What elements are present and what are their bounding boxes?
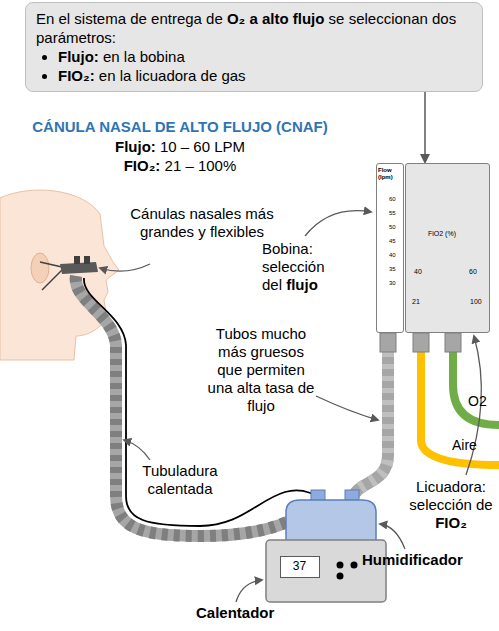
text-run: 21 – 100% (160, 157, 236, 174)
device-text: 55 (389, 210, 396, 217)
heater-button (351, 562, 358, 569)
callout-label: Calentador (196, 604, 274, 622)
text-run: En el sistema de entrega de (36, 10, 227, 27)
flowmeter: Flow (lpm) 60 55 50 45 40 35 30 (376, 163, 404, 333)
text-run: Calentador (196, 604, 274, 621)
text-run: 35 (389, 266, 396, 272)
text-run: 60 (469, 268, 477, 275)
text-run: 40 (414, 268, 422, 275)
text-run: Flow (lpm) (378, 167, 393, 180)
text-run: Tubos mucho más gruesos que permiten una… (208, 325, 315, 414)
bold-run: Flujo: (115, 138, 156, 155)
text-run: 40 (389, 252, 396, 258)
device-text: 40 (414, 268, 422, 276)
bold-run: FIO₂: (58, 67, 95, 84)
bold-run: FIO₂: (124, 157, 161, 174)
callout-label: Flujo: 10 – 60 LPM (20, 138, 340, 156)
bullet-list: Flujo: en la bobinaFIO₂: en la licuadora… (36, 47, 472, 85)
text-run: Cánulas nasales más grandes y flexibles (130, 205, 273, 240)
cannula-strap (42, 270, 62, 290)
nasal-prong (84, 256, 90, 264)
text-run: Licuadora: selección de (409, 478, 492, 513)
leader-arrow (316, 396, 378, 420)
device-text: 45 (389, 238, 396, 245)
bold-run: FIO₂ (435, 514, 467, 531)
device-text: 30 (389, 280, 396, 287)
text-run: 60 (389, 196, 396, 202)
text-run: 37 (293, 559, 306, 573)
leader-arrow (236, 580, 262, 602)
nasal-prong (74, 256, 80, 264)
device-text: FiO2 (%) (428, 230, 456, 238)
heater-base (266, 540, 386, 602)
title: CÁNULA NASAL DE ALTO FLUJO (CNAF) (20, 118, 340, 136)
text-run: en la licuadora de gas (95, 67, 246, 84)
bold-run: flujo (286, 276, 318, 293)
pointer-arrow (424, 92, 426, 162)
callout-label: Humidificador (362, 551, 463, 569)
device-text: 100 (470, 298, 482, 306)
text-run: FiO2 (%) (428, 230, 456, 237)
text-run: en la bobina (99, 48, 185, 65)
o2-hose (453, 351, 499, 425)
device-text: 60 (469, 268, 477, 276)
text-run: Tubuladura calentada (142, 462, 217, 497)
gas-blender: FiO2 (%) 40 60 21 100 (405, 163, 490, 333)
connector (445, 333, 461, 352)
bold-run: O₂ a alto flujo (227, 10, 325, 27)
heater-button (337, 562, 344, 569)
head-silhouette (0, 190, 119, 360)
text-run: Humidificador (362, 551, 463, 568)
text-run: O2 (468, 393, 487, 409)
device-text: 21 (412, 298, 420, 306)
text-run: 55 (389, 210, 396, 216)
leader-arrow (380, 524, 405, 549)
callout-label: O2 (468, 392, 487, 410)
bold-run: Flujo: (58, 48, 99, 65)
cannula-strap (40, 262, 62, 267)
callout-label: Bobina: selección del flujo (262, 240, 344, 294)
leader-arrow (305, 211, 371, 236)
callout-text: Flujo: en la bobina (58, 47, 472, 66)
wide-bore-tube-stripes (352, 352, 388, 500)
ear (31, 253, 49, 283)
info-callout: En el sistema de entrega de O₂ a alto fl… (25, 2, 483, 92)
callout-text: En el sistema de entrega de O₂ a alto fl… (36, 9, 472, 47)
heater-display: 37 (280, 556, 320, 578)
text-run: 10 – 60 LPM (156, 138, 245, 155)
leader-arrow (124, 440, 150, 460)
wide-bore-tube (352, 352, 388, 500)
callout-label: Licuadora: selección de FIO₂ (406, 478, 496, 532)
device-text: 37 (281, 560, 318, 573)
callout-label: Tubuladura calentada (130, 462, 230, 498)
text-run: 21 (412, 298, 420, 305)
leader-arrow (100, 264, 150, 271)
text-run: 50 (389, 224, 396, 230)
callout-label: Cánulas nasales más grandes y flexibles (122, 205, 282, 241)
device-text: 40 (389, 252, 396, 259)
callout-text: FIO₂: en la licuadora de gas (58, 66, 472, 85)
heater-button (337, 573, 344, 580)
text-run: Aire (452, 437, 477, 453)
text-run: 100 (470, 298, 482, 305)
text-run: 30 (389, 280, 396, 286)
connector (413, 333, 429, 352)
callout-label: FIO₂: 21 – 100% (20, 157, 340, 175)
callout-label: Tubos mucho más gruesos que permiten una… (206, 325, 316, 415)
heated-tube (76, 276, 318, 536)
device-text: 60 (389, 196, 396, 203)
connector (380, 333, 396, 352)
humidifier-chamber (286, 500, 376, 545)
callout-label: Aire (452, 436, 477, 454)
text-run: 45 (389, 238, 396, 244)
heated-tube-stripes (76, 276, 318, 536)
device-text: 50 (389, 224, 396, 231)
heating-wire (84, 278, 322, 526)
air-hose (421, 351, 499, 465)
device-text: Flow (lpm) (378, 167, 402, 180)
device-text: 35 (389, 266, 396, 273)
